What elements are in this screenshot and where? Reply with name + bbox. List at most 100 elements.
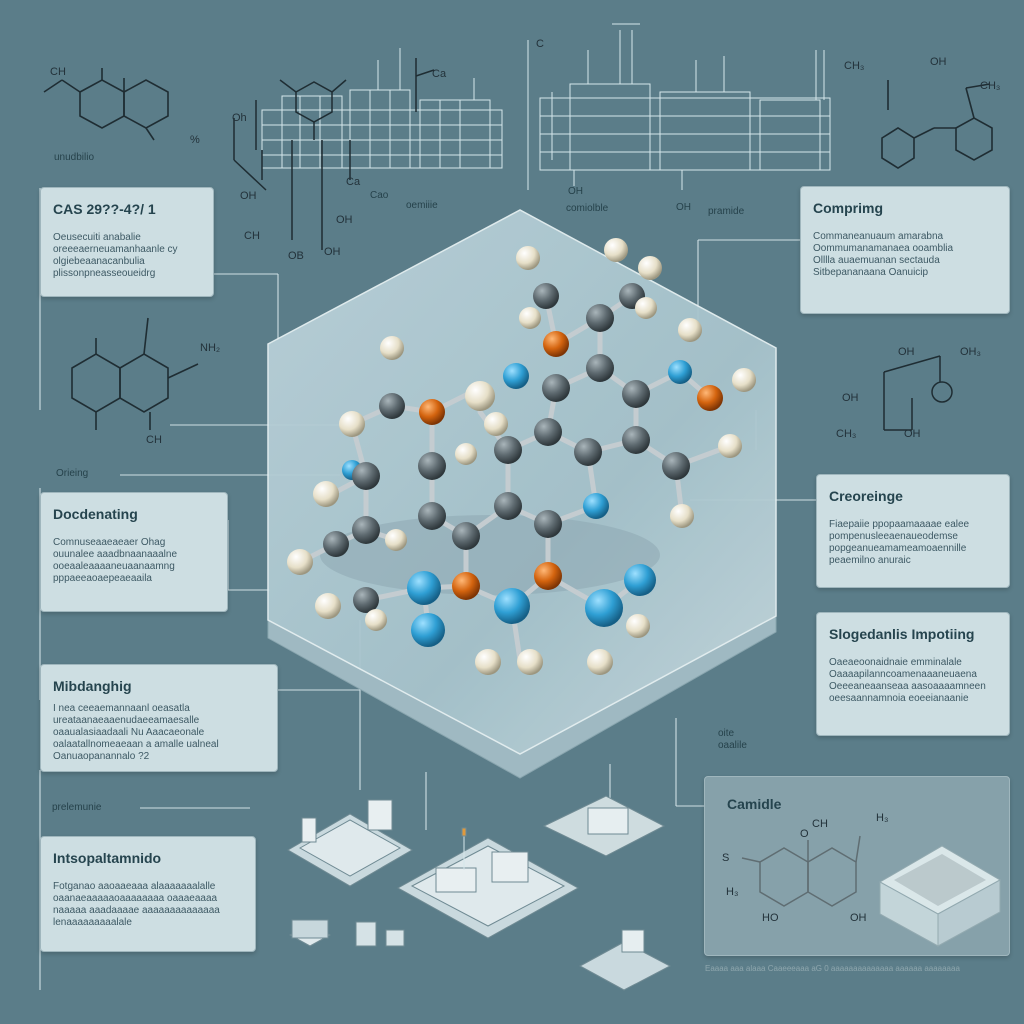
factory-sketch-left xyxy=(261,48,503,169)
panel-title: CAS 29??-4?/ 1 xyxy=(53,201,156,217)
panel-title: Intsopaltamnido xyxy=(53,850,162,866)
hydrogen-atom xyxy=(339,411,365,437)
carbon-atom xyxy=(662,452,690,480)
label-prelemunie: prelemunie xyxy=(52,802,102,813)
panel-title: Creoreinge xyxy=(829,488,903,504)
panel-line: pppaeeaoaepeaeaaila xyxy=(53,573,152,584)
molecule-atoms xyxy=(287,238,756,675)
panel-body: Fiaepaiie ppopaamaaaae ealee pompenuslee… xyxy=(829,519,997,567)
sketch-right-formula xyxy=(883,355,953,431)
panel-line: pompenusleeaenaueodemse xyxy=(829,531,958,542)
nitrogen-atom xyxy=(583,493,609,519)
formula-text: OH xyxy=(898,346,915,358)
hydrogen-atom xyxy=(516,246,540,270)
carbon-atom xyxy=(353,587,379,613)
hydrogen-atom xyxy=(626,614,650,638)
hydrogen-atom xyxy=(475,649,501,675)
label-oh-b: OH xyxy=(676,202,691,213)
label-orieing: Orieing xyxy=(56,468,89,479)
panel-line: Oanuaopanannalo ?2 xyxy=(53,751,150,762)
carbon-atom xyxy=(494,492,522,520)
formula-text: OH xyxy=(240,190,257,202)
formula-text: HO xyxy=(762,912,779,924)
oxygen-atom xyxy=(452,572,480,600)
nitrogen-atom xyxy=(668,360,692,384)
panel-line: olgiebeaanacanbulia xyxy=(53,256,145,267)
panel-line: plissonpneasseoueidrg xyxy=(53,268,156,279)
formula-text: NH₂ xyxy=(200,342,221,354)
formula-text: CH₃ xyxy=(836,428,857,440)
formula-text: Oh xyxy=(232,112,247,124)
formula-text: OH xyxy=(842,392,859,404)
machinery-left xyxy=(287,799,413,947)
hydrogen-atom xyxy=(670,504,694,528)
carbon-atom xyxy=(586,354,614,382)
hydrogen-atom xyxy=(315,593,341,619)
panel-line: Oommumanamanaea ooamblia xyxy=(813,243,954,254)
factory-sketch-center xyxy=(527,23,831,190)
formula-text: O xyxy=(800,828,809,840)
label-pramide: pramide xyxy=(708,206,745,217)
panel-body: Oaeaeoonaidnaie emminalale Oaaaapilannco… xyxy=(829,657,997,705)
oxygen-atom xyxy=(697,385,723,411)
panel-line: Oeeeaneaanseaa aasoaaaamneen xyxy=(829,681,986,692)
panel-camidle: Camidle xyxy=(704,776,1010,956)
panel-cas: CAS 29??-4?/ 1 Oeusecuiti anabalie oreee… xyxy=(40,187,214,297)
carbon-atom xyxy=(534,510,562,538)
label-comiolble: comiolble xyxy=(566,203,609,214)
formula-text: OH xyxy=(904,428,921,440)
panel-line: Oaeaeoonaidnaie emminalale xyxy=(829,657,962,668)
oxygen-atom xyxy=(419,399,445,425)
panel-intsopaltamnido: Intsopaltamnido Fotganao aaoaaeaaa alaaa… xyxy=(40,836,256,952)
panel-body: I nea ceeaemannaanl oeasatla ureataanaea… xyxy=(53,703,265,763)
label-dot1: oite xyxy=(718,728,735,739)
panel-line: Oaaaapilanncoamenaaaneuaena xyxy=(829,669,977,680)
carbon-atom xyxy=(574,438,602,466)
camidle-block xyxy=(878,845,1002,947)
formula-text: OH xyxy=(336,214,353,226)
panel-line: oreeeaerneuamanhaanle cy xyxy=(53,244,178,255)
nitrogen-atom xyxy=(624,564,656,596)
panel-line: Fiaepaiie ppopaamaaaae ealee xyxy=(829,519,970,530)
panel-line: Comnuseaaeaeaer Ohag xyxy=(53,537,166,548)
hydrogen-atom xyxy=(484,412,508,436)
formula-text: CH xyxy=(50,66,66,78)
hydrogen-atom xyxy=(455,443,477,465)
formula-text: CH₃ xyxy=(980,80,1001,92)
panel-line: oalaatallnomeaeaan a amalle ualneal xyxy=(53,739,219,750)
panel-creoreinge: Creoreinge Fiaepaiie ppopaamaaaae ealee … xyxy=(816,474,1010,588)
carbon-atom xyxy=(622,426,650,454)
hydrogen-atom xyxy=(313,481,339,507)
panel-line: Commaneanuaum amarabna xyxy=(813,231,944,242)
panel-slogedanlis: Slogedanlis Impotiing Oaeaeoonaidnaie em… xyxy=(816,612,1010,736)
panel-line: Oeusecuiti anabalie xyxy=(53,232,141,243)
panel-mibdanghig: Mibdanghig I nea ceeaemannaanl oeasatla … xyxy=(40,664,278,772)
panel-line: ooeaaleaaaaneuaanaamng xyxy=(53,561,175,572)
formula-text: CH xyxy=(146,434,162,446)
panel-title: Comprimg xyxy=(813,200,883,216)
nitrogen-atom xyxy=(411,613,445,647)
hydrogen-atom xyxy=(604,238,628,262)
panel-title: Camidle xyxy=(727,796,782,812)
sketch-left-rings xyxy=(71,317,199,430)
formula-text: H₃ xyxy=(726,886,739,898)
formula-text: OH xyxy=(324,246,341,258)
sketch-top-right xyxy=(881,80,993,169)
carbon-atom xyxy=(622,380,650,408)
formula-text: OH xyxy=(930,56,947,68)
carbon-atom xyxy=(352,516,380,544)
hydrogen-atom xyxy=(365,609,387,631)
nitrogen-atom xyxy=(407,571,441,605)
carbon-atom xyxy=(533,283,559,309)
panel-body: Oeusecuiti anabalie oreeeaerneuamanhaanl… xyxy=(53,232,201,280)
formula-text: OB xyxy=(288,250,304,262)
panel-line: peaemilno anuraic xyxy=(829,555,911,566)
panel-body: Commaneanuaum amarabna Oommumanamanaea o… xyxy=(813,231,997,279)
oxygen-atom xyxy=(543,331,569,357)
formula-text: CH xyxy=(244,230,260,242)
formula-text: H₃ xyxy=(876,812,889,824)
panel-body: Comnuseaaeaeaer Ohag ouunalee aaadbnaana… xyxy=(53,537,215,585)
label-oemiiie: oemiiie xyxy=(406,200,438,211)
